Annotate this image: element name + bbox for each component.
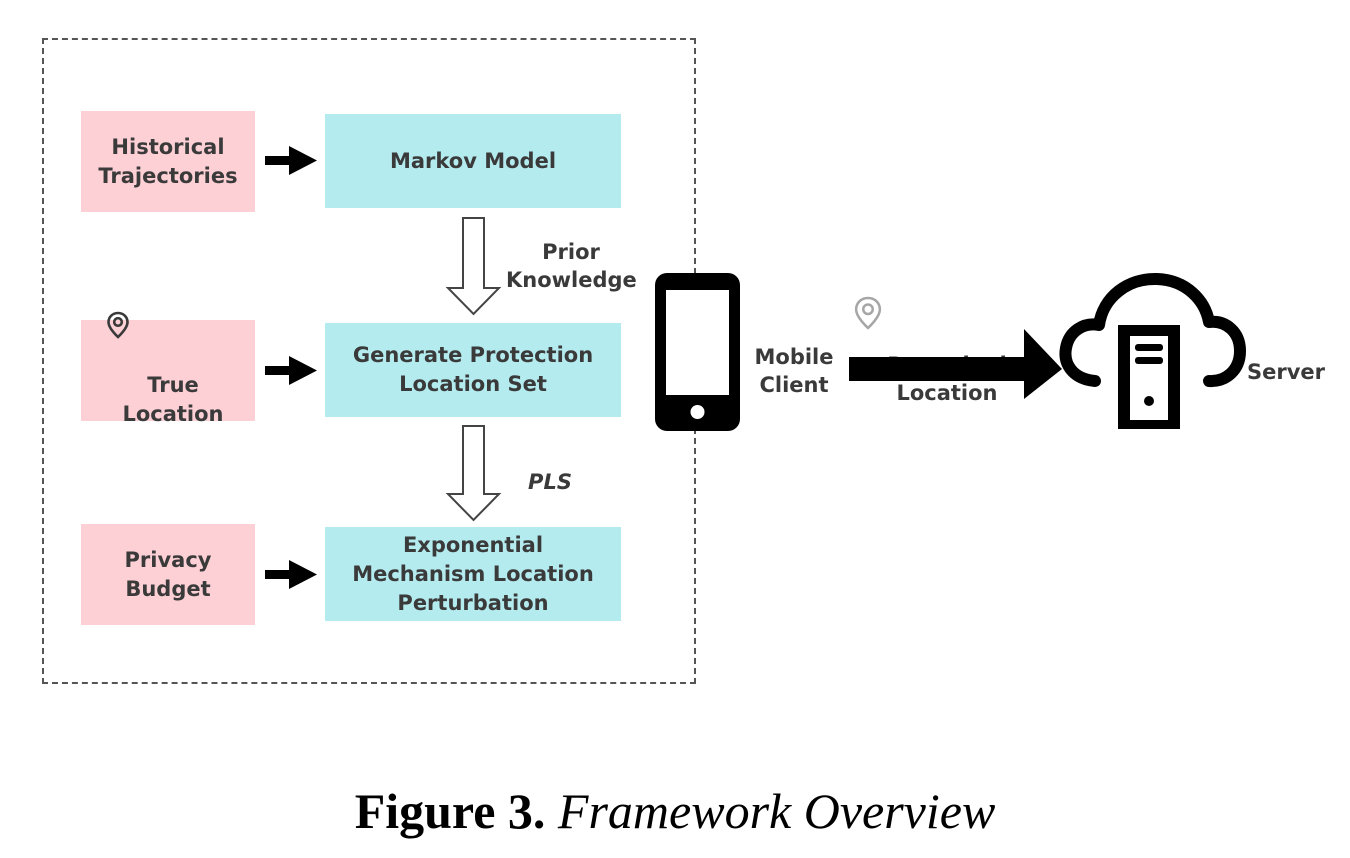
historical-trajectories-box: Historical Trajectories: [81, 111, 255, 212]
arrow-pls-to-mechanism: [445, 425, 502, 522]
location-pin-icon: [107, 311, 130, 339]
exponential-mechanism-box: Exponential Mechanism Location Perturbat…: [325, 527, 621, 621]
historical-trajectories-label: Historical Trajectories: [98, 134, 238, 188]
server-label: Server: [1247, 360, 1326, 384]
cloud-server-icon: [1059, 273, 1246, 429]
arrow-markov-to-pls: [445, 217, 502, 316]
privacy-budget-label: Privacy Budget: [124, 547, 212, 601]
arrow-truelocation-to-pls: [265, 356, 317, 385]
arrow-mobile-to-server: [849, 329, 1062, 399]
markov-model-label: Markov Model: [389, 148, 557, 173]
generate-pls-label: Generate Protection Location Set: [352, 343, 594, 396]
pls-label: PLS: [528, 470, 572, 494]
arrow-budget-to-mechanism: [265, 560, 317, 589]
figure-number: Figure 3.: [354, 783, 546, 839]
mobile-client-label: Mobile Client: [754, 345, 834, 397]
markov-model-box: Markov Model: [325, 114, 621, 208]
mobile-phone-icon: [655, 273, 740, 431]
true-location-label: True Location: [107, 311, 224, 429]
exponential-mechanism-label: Exponential Mechanism Location Perturbat…: [352, 532, 594, 615]
generate-pls-box: Generate Protection Location Set: [325, 323, 621, 417]
privacy-budget-box: Privacy Budget: [81, 524, 255, 625]
figure-title: Framework Overview: [557, 783, 996, 839]
perturbed-location-pin-icon: [854, 296, 882, 330]
figure-caption: Figure 3. Framework Overview: [0, 782, 1350, 840]
prior-knowledge-label: Prior Knowledge: [506, 240, 637, 292]
true-location-box: True Location: [81, 311, 255, 426]
arrow-historical-to-markov: [265, 146, 317, 175]
